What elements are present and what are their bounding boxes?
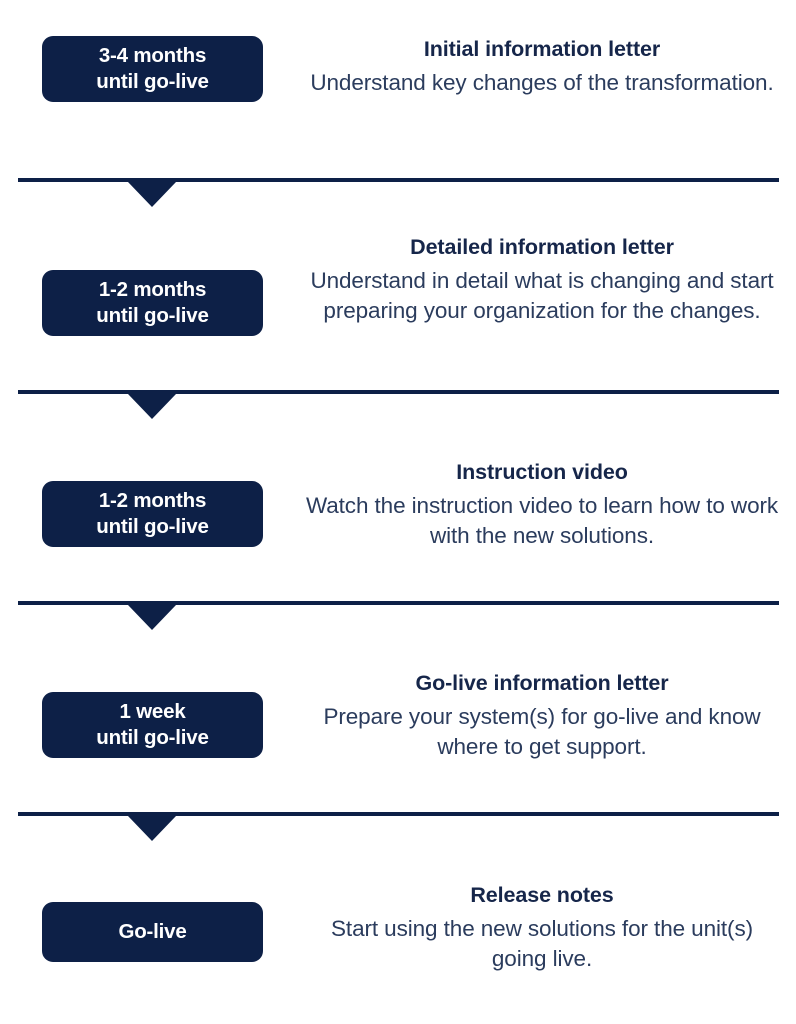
stage-2-timing-badge: 1-2 months until go-live <box>42 270 263 337</box>
stage-3-description: Watch the instruction video to learn how… <box>305 492 779 548</box>
divider-3-line <box>18 601 779 605</box>
divider-2-line <box>18 390 779 394</box>
stage-1-title: Initial information letter <box>423 37 661 61</box>
stage-2-text-block: Detailed information letter Understand i… <box>300 234 796 325</box>
divider-4-down-arrow-icon <box>128 816 176 841</box>
stage-1-description: Understand key changes of the transforma… <box>310 69 774 95</box>
stage-4-text-block: Go-live information letter Prepare your … <box>300 670 796 761</box>
stage-3-title: Instruction video <box>456 460 628 484</box>
divider-4 <box>18 812 779 841</box>
stage-5-title: Release notes <box>470 883 614 907</box>
stage-1-timing-badge: 3-4 months until go-live <box>42 36 263 103</box>
stage-4-badge-container: 1 week until go-live <box>0 670 300 759</box>
divider-1 <box>18 178 779 207</box>
stage-5-timing-badge: Go-live <box>42 902 263 962</box>
stage-5-badge-container: Go-live <box>0 882 300 962</box>
divider-3-down-arrow-icon <box>128 605 176 630</box>
divider-2-down-arrow-icon <box>128 394 176 419</box>
timeline-stage-1: 3-4 months until go-live Initial informa… <box>0 36 796 103</box>
stage-3-badge-container: 1-2 months until go-live <box>0 459 300 548</box>
stage-5-description: Start using the new solutions for the un… <box>331 915 753 971</box>
stage-1-text-block: Initial information letter Understand ke… <box>300 36 796 98</box>
divider-1-down-arrow-icon <box>128 182 176 207</box>
stage-3-timing-badge: 1-2 months until go-live <box>42 481 263 548</box>
divider-3 <box>18 601 779 630</box>
stage-1-badge-container: 3-4 months until go-live <box>0 36 300 103</box>
timeline-stage-4: 1 week until go-live Go-live information… <box>0 670 796 761</box>
timeline-stage-3: 1-2 months until go-live Instruction vid… <box>0 459 796 550</box>
divider-1-line <box>18 178 779 182</box>
stage-2-description: Understand in detail what is changing an… <box>310 267 774 323</box>
divider-4-line <box>18 812 779 816</box>
divider-2 <box>18 390 779 419</box>
stage-3-text-block: Instruction video Watch the instruction … <box>300 459 796 550</box>
timeline-stage-5: Go-live Release notes Start using the ne… <box>0 882 796 973</box>
stage-2-badge-container: 1-2 months until go-live <box>0 234 300 337</box>
stage-4-description: Prepare your system(s) for go-live and k… <box>323 703 761 759</box>
stage-2-title: Detailed information letter <box>410 235 674 259</box>
stage-4-title: Go-live information letter <box>415 671 669 695</box>
stage-5-text-block: Release notes Start using the new soluti… <box>300 882 796 973</box>
timeline-stage-2: 1-2 months until go-live Detailed inform… <box>0 234 796 337</box>
stage-4-timing-badge: 1 week until go-live <box>42 692 263 759</box>
